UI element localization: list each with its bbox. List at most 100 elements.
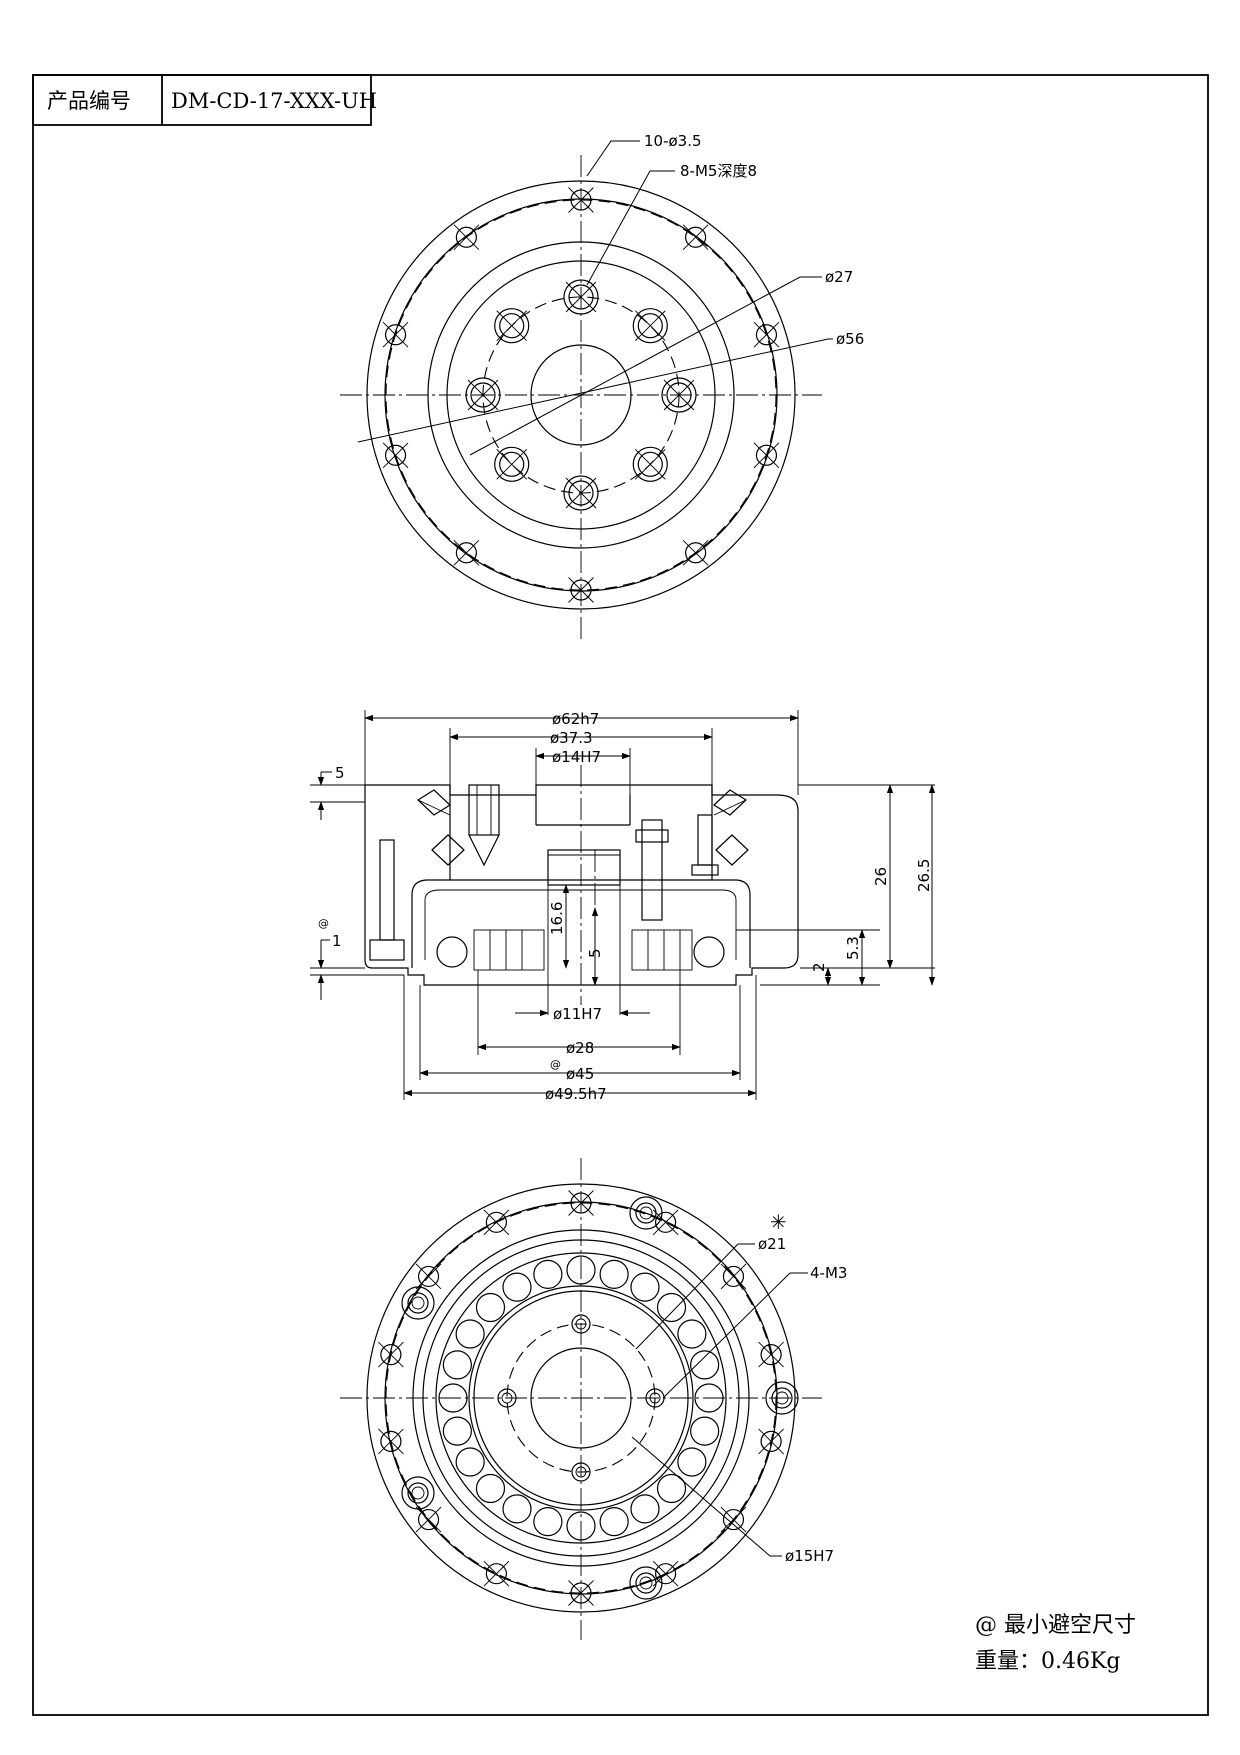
flexspline-inner (424, 889, 737, 960)
roller-13 (438, 1383, 468, 1413)
bottom-hole-11 (378, 1428, 404, 1455)
outer-hole-3 (753, 321, 780, 348)
outer-hole-7 (453, 539, 480, 566)
roller-10 (475, 1473, 506, 1504)
callout-d56: ø56 (836, 330, 864, 348)
m3-hole-4 (497, 1388, 517, 1408)
leader-d21 (635, 1243, 755, 1350)
callout-4-m3: 4-M3 (810, 1264, 847, 1282)
roller-6 (599, 1507, 629, 1537)
side-section-view: ø62h7 ø37.3 ø14H7 ø11H7 ø28 @ ø45 ø49.5h… (310, 710, 936, 1103)
bolt-left-head (369, 939, 405, 961)
pin-right-2-base (691, 864, 719, 876)
roller-14 (442, 1350, 472, 1380)
m5-hole-2 (632, 308, 668, 344)
bottom-hole-9 (483, 1560, 510, 1587)
roller-21 (630, 1272, 660, 1302)
leader-d27 (469, 276, 822, 456)
roller-3 (677, 1447, 707, 1477)
bearing-right (713, 789, 749, 866)
dim-26: 26 (872, 867, 890, 886)
roller-4 (656, 1473, 687, 1504)
bottom-hole-10 (415, 1506, 442, 1533)
bottom-hole-3 (720, 1263, 747, 1290)
roller-17 (502, 1272, 532, 1302)
pin-right-head (635, 829, 669, 843)
m3-hole-3 (571, 1462, 591, 1482)
bottom-hole-14 (483, 1209, 510, 1236)
note-weight: 重量：0.46Kg (975, 1649, 1121, 1674)
roller-right (693, 936, 725, 968)
dim-5-left: 5 (335, 764, 345, 782)
bottom-hole-5 (758, 1428, 784, 1455)
leader-d56 (357, 338, 833, 443)
m5-hole-8 (494, 308, 530, 344)
header-table: 产品编号 DM-CD-17-XXX-UH (32, 74, 377, 126)
m5-hole-4 (632, 446, 668, 482)
dim-d62: ø62h7 (552, 710, 599, 728)
dim-265: 26.5 (915, 859, 933, 892)
m5-hole-6 (494, 446, 530, 482)
counterbore-5 (765, 1381, 799, 1415)
roller-12 (442, 1416, 472, 1446)
callout-d27: ø27 (825, 268, 853, 286)
pin-right (641, 819, 663, 921)
counterbore-1 (629, 1196, 663, 1230)
bottom-hole-12 (378, 1341, 404, 1368)
bottom-hole-6 (720, 1506, 747, 1533)
outer-hole-10 (453, 224, 480, 251)
bottom-hole-8 (568, 1580, 594, 1606)
roller-24 (690, 1350, 720, 1380)
dim-1-left: 1 (332, 932, 342, 950)
outer-hole-8 (382, 442, 409, 469)
min-clearance-mark-d45: @ (550, 1058, 561, 1071)
pin-right-2 (697, 814, 713, 866)
m5-hole-7 (465, 377, 501, 413)
screw-m5-tip (468, 834, 500, 867)
bottom-hole-4 (758, 1341, 784, 1368)
note-min-clearance: @ 最小避空尺寸 (975, 1613, 1136, 1638)
roller-5 (630, 1494, 660, 1524)
callout-d15: ø15H7 (785, 1547, 834, 1565)
star-mark: ✳ (770, 1210, 787, 1234)
roller-20 (599, 1259, 629, 1289)
dim-2: 2 (810, 962, 828, 972)
wave-generator-teeth (473, 929, 693, 971)
top-inner-holes (465, 279, 697, 511)
roller-18 (533, 1259, 563, 1289)
bottom-outer-holes (378, 1190, 799, 1606)
header-label: 产品编号 (47, 89, 131, 113)
top-outer-holes (382, 187, 780, 603)
m3-hole-2 (645, 1388, 665, 1408)
roller-11 (455, 1447, 485, 1477)
outer-hole-9 (382, 321, 409, 348)
bottom-hole-13 (415, 1263, 442, 1290)
roller-8 (533, 1507, 563, 1537)
leader-d15 (631, 1436, 782, 1557)
sheet-frame (32, 74, 1209, 1716)
dim-53: 5.3 (844, 936, 862, 960)
callout-8-m5: 8-M5深度8 (680, 162, 757, 180)
dim-166: 16.6 (548, 902, 566, 935)
bottom-hole-2 (652, 1209, 679, 1236)
bottom-m3-holes (497, 1314, 665, 1482)
dim-d28: ø28 (566, 1039, 594, 1057)
roller-1 (694, 1383, 724, 1413)
bottom-rollers (438, 1255, 724, 1541)
callout-d21: ø21 (758, 1235, 786, 1253)
center-boss (547, 849, 621, 886)
dim-d11: ø11H7 (553, 1005, 602, 1023)
screw-m5 (468, 784, 500, 836)
dim-d14: ø14H7 (552, 748, 601, 766)
roller-7 (566, 1511, 596, 1541)
dim-d495: ø49.5h7 (545, 1085, 607, 1103)
roller-15 (455, 1319, 485, 1349)
housing-outline (364, 784, 799, 986)
roller-left (436, 936, 468, 968)
counterbore-3 (401, 1476, 435, 1510)
bottom-view: ✳ ø21 4-M3 ø15H7 (340, 1158, 847, 1640)
counterbore-4 (629, 1566, 663, 1600)
m5-hole-3 (661, 377, 697, 413)
roller-9 (502, 1494, 532, 1524)
